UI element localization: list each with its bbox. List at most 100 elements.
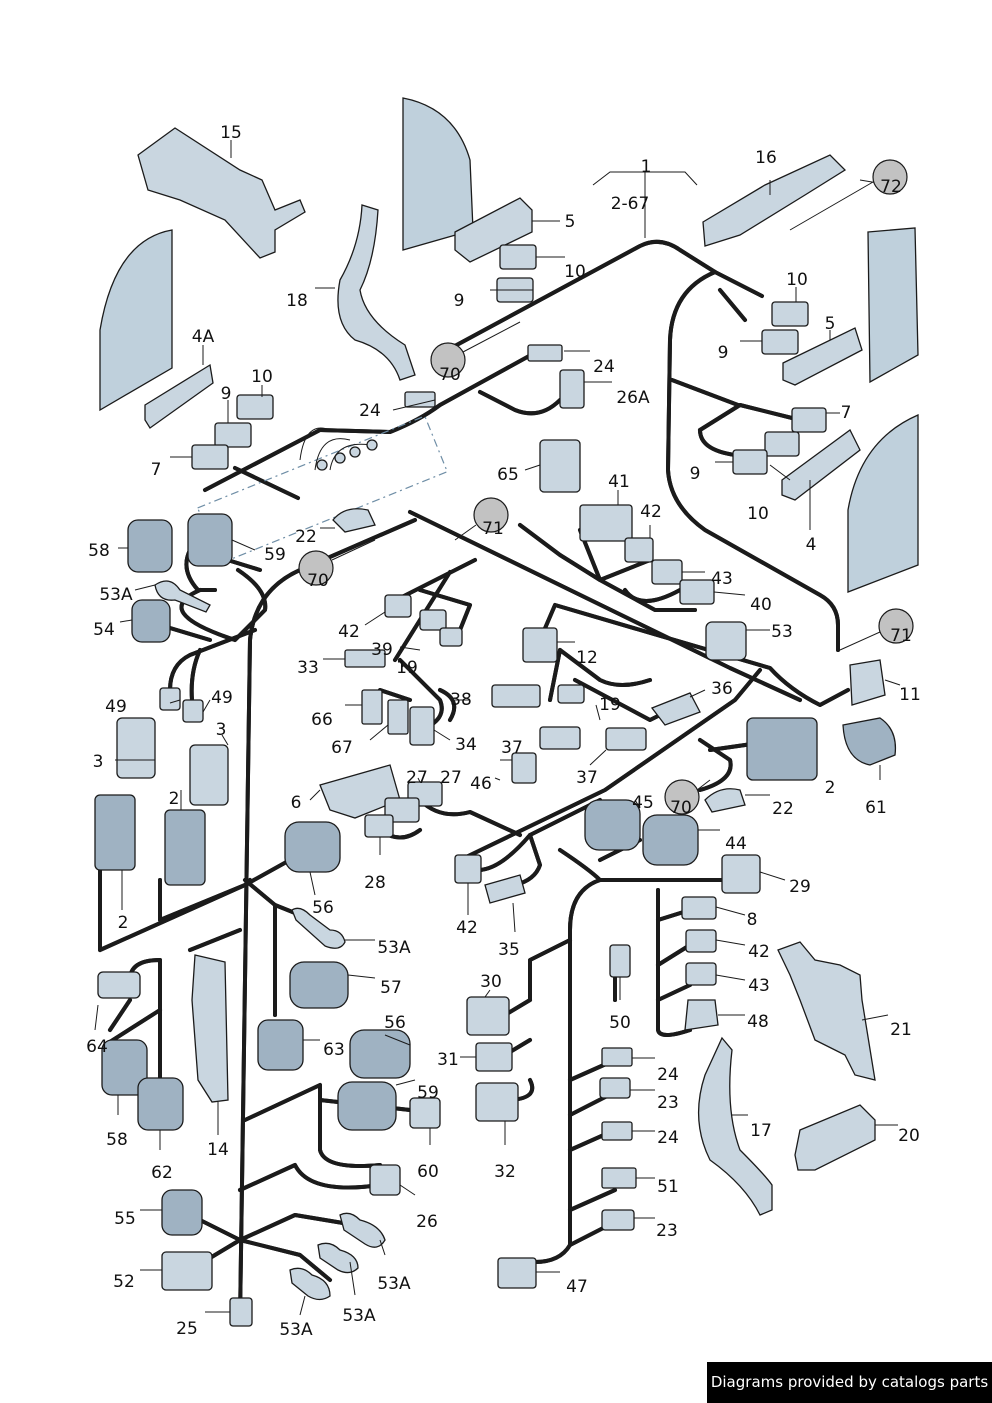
callout-label: 34 [455, 735, 477, 755]
callout-label: 52 [113, 1272, 135, 1292]
watermark-banner: Diagrams provided by catalogs parts [707, 1362, 992, 1403]
callout-label: 10 [747, 504, 769, 524]
reference-circle-72 [872, 159, 908, 195]
ground-eyelet [349, 446, 361, 458]
connector-37 [539, 726, 581, 750]
connector-10 [771, 301, 809, 327]
callout-label: 10 [786, 270, 808, 290]
callout-label: 14 [207, 1140, 229, 1160]
callout-label: 38 [450, 690, 472, 710]
callout-label: 59 [264, 545, 286, 565]
ground-terminal-53A [317, 1242, 359, 1274]
relay-carrier-4A [144, 363, 214, 429]
connector-10 [764, 431, 800, 457]
callout-label: 43 [748, 976, 770, 996]
ground-terminal-53A [291, 907, 346, 949]
door-glass-panel [99, 229, 173, 412]
connector-37 [511, 752, 537, 784]
callout-label: 2 [118, 913, 129, 933]
callout-label: 7 [841, 403, 852, 423]
connector-11 [849, 659, 886, 706]
bracket-21 [777, 941, 876, 1081]
callout-label: 12 [576, 648, 598, 668]
callout-label: 53A [342, 1306, 376, 1326]
door-glass-panel [867, 227, 919, 384]
connector-9 [732, 449, 768, 475]
callout-label: 53A [279, 1320, 313, 1340]
connector-23 [599, 1077, 631, 1099]
callout-label: 42 [456, 918, 478, 938]
callout-label: 33 [297, 658, 319, 678]
callout-label: 53A [99, 585, 133, 605]
ground-eyelet [334, 452, 346, 464]
clip-22 [704, 788, 746, 813]
connector-43 [651, 559, 683, 585]
connector-3 [189, 744, 229, 806]
reference-circle-70 [430, 342, 466, 378]
callout-label: 25 [176, 1319, 198, 1339]
callout-label: 1 [641, 157, 652, 177]
ground-terminal-53A [289, 1267, 331, 1301]
control-unit-connector-2 [746, 717, 818, 781]
connector-60 [409, 1097, 441, 1129]
connector-7 [791, 407, 827, 433]
callout-label: 50 [609, 1013, 631, 1033]
connector-10 [499, 244, 537, 270]
callout-label: 5 [565, 212, 576, 232]
callout-label: 15 [220, 123, 242, 143]
connector-housing-61 [842, 717, 897, 766]
connector-housing-44 [642, 814, 699, 866]
connector-housing-58 [127, 519, 173, 573]
connector-3 [116, 717, 156, 779]
callout-label: 70 [307, 571, 329, 591]
ground-terminal-53A [154, 580, 211, 613]
callout-label: 57 [380, 978, 402, 998]
callout-label: 31 [437, 1050, 459, 1070]
callout-label: 9 [221, 384, 232, 404]
callout-label: 2-67 [611, 194, 650, 214]
callout-label: 23 [657, 1093, 679, 1113]
callout-label: 19 [599, 695, 621, 715]
connector-housing-56 [284, 821, 341, 873]
connector-housing-56 [349, 1029, 411, 1079]
callout-label: 24 [359, 401, 381, 421]
connector-49 [182, 699, 204, 723]
connector-24 [404, 391, 436, 408]
reference-circle-71 [473, 497, 509, 533]
callout-label: 66 [311, 710, 333, 730]
relay-carrier-6 [319, 764, 401, 819]
callout-label: 24 [657, 1128, 679, 1148]
cable-guide-14 [191, 954, 229, 1103]
connector-48 [684, 999, 719, 1031]
clip-22 [332, 508, 376, 533]
connector-housing-55 [161, 1189, 203, 1236]
callout-label: 10 [251, 367, 273, 387]
callout-label: 37 [501, 738, 523, 758]
relay-carrier-5 [454, 197, 533, 263]
connector-housing-45 [584, 799, 641, 851]
callout-label: 9 [718, 343, 729, 363]
callout-label: 6 [291, 793, 302, 813]
callout-label: 56 [312, 898, 334, 918]
connector-40 [679, 579, 715, 605]
callout-label: 37 [576, 768, 598, 788]
callout-label: 43 [711, 569, 733, 589]
connector-36 [650, 692, 701, 726]
callout-label: 23 [656, 1221, 678, 1241]
connector-53 [705, 621, 747, 661]
connector-12 [522, 627, 558, 663]
callout-label: 44 [725, 834, 747, 854]
callout-label: 62 [151, 1163, 173, 1183]
connector-31 [475, 1042, 513, 1072]
callout-label: 49 [211, 688, 233, 708]
bracket-16 [702, 154, 847, 247]
callout-label: 64 [86, 1037, 108, 1057]
callout-label: 51 [657, 1177, 679, 1197]
connector-housing-59 [337, 1081, 397, 1131]
callout-label: 41 [608, 472, 630, 492]
trim-strip-18 [337, 204, 416, 381]
callout-label: 71 [890, 626, 912, 646]
callout-label: 21 [890, 1020, 912, 1040]
reference-circles [298, 159, 914, 815]
callout-label: 24 [593, 357, 615, 377]
